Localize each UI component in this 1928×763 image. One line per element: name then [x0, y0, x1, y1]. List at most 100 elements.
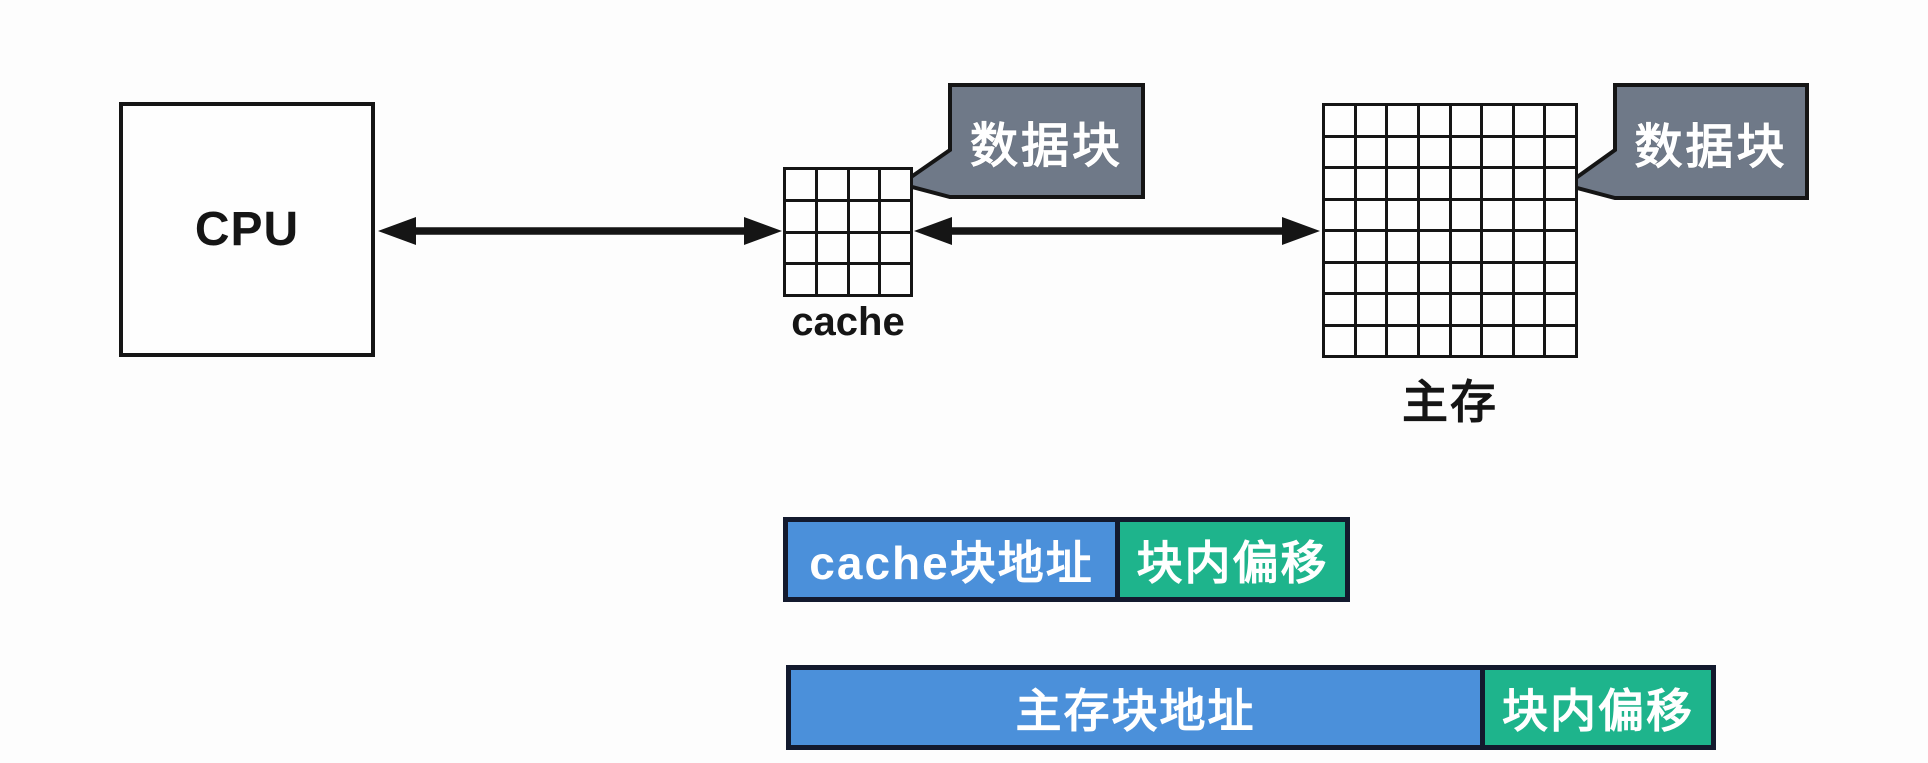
grid-cell [1483, 232, 1512, 261]
grid-cell [1483, 263, 1512, 292]
cache-block-offset-field: 块内偏移 [1115, 522, 1345, 597]
grid-cell [1419, 295, 1449, 324]
grid-cell [1388, 232, 1417, 261]
grid-cell [1419, 137, 1449, 166]
grid-cell [1419, 169, 1449, 198]
grid-cell [1546, 326, 1575, 355]
grid-cell [881, 233, 910, 263]
grid-cell [1388, 326, 1417, 355]
grid-cell [881, 170, 910, 199]
grid-cell [1451, 106, 1481, 135]
grid-cell [817, 265, 847, 294]
grid-cell [1483, 200, 1512, 229]
grid-cell [1356, 200, 1386, 229]
cpu-label: CPU [194, 203, 300, 256]
grid-cell [1325, 326, 1354, 355]
memory-block-address-field: 主存块地址 [791, 670, 1480, 745]
cache-grid [783, 167, 913, 297]
grid-cell [849, 265, 879, 294]
grid-cell [1483, 169, 1512, 198]
grid-cell [1451, 169, 1481, 198]
memory-block-offset-field: 块内偏移 [1480, 670, 1711, 745]
grid-cell [786, 170, 815, 199]
grid-cell [1451, 232, 1481, 261]
grid-cell [1514, 200, 1544, 229]
grid-cell [849, 201, 879, 231]
grid-cell [817, 170, 847, 199]
grid-cell [1546, 263, 1575, 292]
grid-cell [817, 201, 847, 231]
grid-cell [786, 233, 815, 263]
memory-datablock-bubble [1561, 83, 1809, 200]
grid-cell [1483, 326, 1512, 355]
cpu-cache-arrow [378, 217, 782, 245]
grid-cell [1546, 232, 1575, 261]
grid-cell [1546, 169, 1575, 198]
memory-address-bar: 主存块地址 块内偏移 [786, 665, 1716, 750]
grid-cell [1325, 295, 1354, 324]
grid-cell [1546, 106, 1575, 135]
grid-cell [881, 201, 910, 231]
grid-cell [1356, 295, 1386, 324]
cache-block-address-field: cache块地址 [788, 522, 1115, 597]
grid-cell [1325, 137, 1354, 166]
grid-cell [1451, 263, 1481, 292]
arrow-left-head [914, 217, 952, 245]
cache-memory-arrow [914, 217, 1320, 245]
arrow-right-head [1282, 217, 1320, 245]
grid-cell [1325, 200, 1354, 229]
grid-cell [1419, 200, 1449, 229]
memory-datablock-label: 数据块 [1634, 120, 1788, 174]
grid-cell [1356, 137, 1386, 166]
grid-cell [849, 170, 879, 199]
grid-cell [1388, 106, 1417, 135]
grid-cell [1356, 326, 1386, 355]
grid-cell [1514, 169, 1544, 198]
grid-cell [1483, 137, 1512, 166]
grid-cell [1451, 295, 1481, 324]
cache-label: cache [791, 300, 905, 344]
grid-cell [817, 233, 847, 263]
grid-cell [1546, 200, 1575, 229]
grid-cell [881, 265, 910, 294]
grid-cell [1451, 137, 1481, 166]
cache-datablock-label: 数据块 [969, 120, 1123, 173]
grid-cell [1483, 295, 1512, 324]
grid-cell [1514, 295, 1544, 324]
grid-cell [1546, 137, 1575, 166]
grid-cell [1514, 263, 1544, 292]
main-memory-label: 主存 [1402, 376, 1498, 428]
cache-address-bar: cache块地址 块内偏移 [783, 517, 1350, 602]
grid-cell [1388, 200, 1417, 229]
grid-cell [1356, 106, 1386, 135]
grid-cell [1546, 295, 1575, 324]
grid-cell [1451, 200, 1481, 229]
grid-cell [1325, 263, 1354, 292]
grid-cell [1514, 326, 1544, 355]
cache-datablock-bubble [896, 83, 1145, 199]
grid-cell [1483, 106, 1512, 135]
grid-cell [1388, 137, 1417, 166]
grid-cell [1325, 169, 1354, 198]
grid-cell [1325, 232, 1354, 261]
grid-cell [1356, 169, 1386, 198]
grid-cell [1356, 263, 1386, 292]
grid-cell [1356, 232, 1386, 261]
grid-cell [849, 233, 879, 263]
grid-cell [1388, 169, 1417, 198]
grid-cell [1514, 106, 1544, 135]
grid-cell [1419, 106, 1449, 135]
grid-cell [1514, 137, 1544, 166]
grid-cell [1388, 295, 1417, 324]
grid-cell [786, 201, 815, 231]
grid-cell [1419, 326, 1449, 355]
grid-cell [1451, 326, 1481, 355]
grid-cell [1419, 232, 1449, 261]
grid-cell [1388, 263, 1417, 292]
grid-cell [786, 265, 815, 294]
arrow-left-head [378, 217, 416, 245]
grid-cell [1514, 232, 1544, 261]
grid-cell [1419, 263, 1449, 292]
